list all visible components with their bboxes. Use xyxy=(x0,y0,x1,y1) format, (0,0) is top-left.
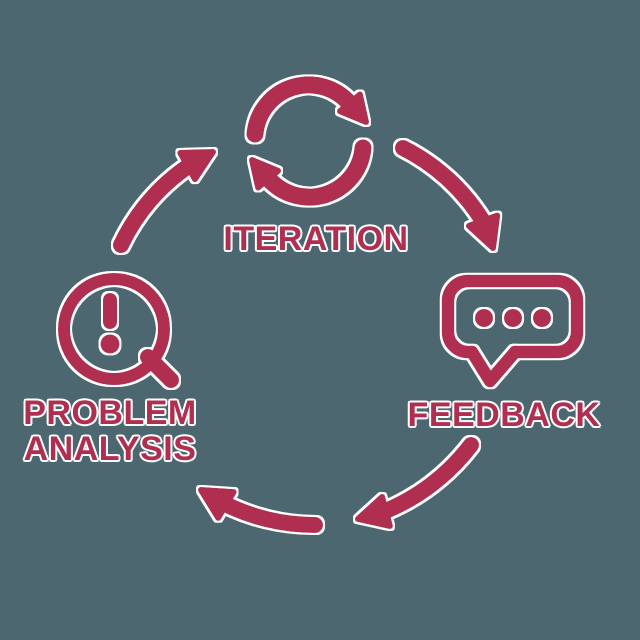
arrow-curve xyxy=(113,157,198,253)
arrow-curve xyxy=(375,437,479,520)
refresh-top-arc xyxy=(246,76,359,143)
bubble-dot-1 xyxy=(475,309,493,327)
magnifier-exclamation-icon xyxy=(58,273,179,388)
refresh-arrows-icon xyxy=(242,76,376,206)
curved-arrow-left-up xyxy=(113,139,220,253)
arrow-curve xyxy=(215,495,323,533)
feedback-label: FEEDBACK xyxy=(407,396,601,434)
magnifier-lens xyxy=(58,273,170,385)
arrow-curve xyxy=(395,140,492,231)
arrowhead xyxy=(469,216,507,254)
refresh-bottom-arc xyxy=(259,139,372,206)
arrowhead xyxy=(354,497,390,533)
problem-analysis-label-line2: ANALYSIS xyxy=(23,430,197,468)
magnifier-handle xyxy=(140,349,179,388)
exclamation-dot xyxy=(100,334,120,354)
bubble-tail xyxy=(465,345,522,388)
bubble-dot-3 xyxy=(533,309,551,327)
curved-arrow-bottom-left xyxy=(193,477,323,533)
curved-arrow-right-down xyxy=(395,140,507,254)
bubble-outline xyxy=(441,274,584,359)
problem-analysis-label: PROBLEM ANALYSIS xyxy=(23,395,197,467)
speech-bubble-dots-icon xyxy=(441,274,584,388)
curved-arrow-bottom-right xyxy=(354,437,479,533)
iteration-label: ITERATION xyxy=(223,220,409,258)
problem-analysis-label-line1: PROBLEM xyxy=(23,394,197,432)
bubble-dot-2 xyxy=(504,309,522,327)
